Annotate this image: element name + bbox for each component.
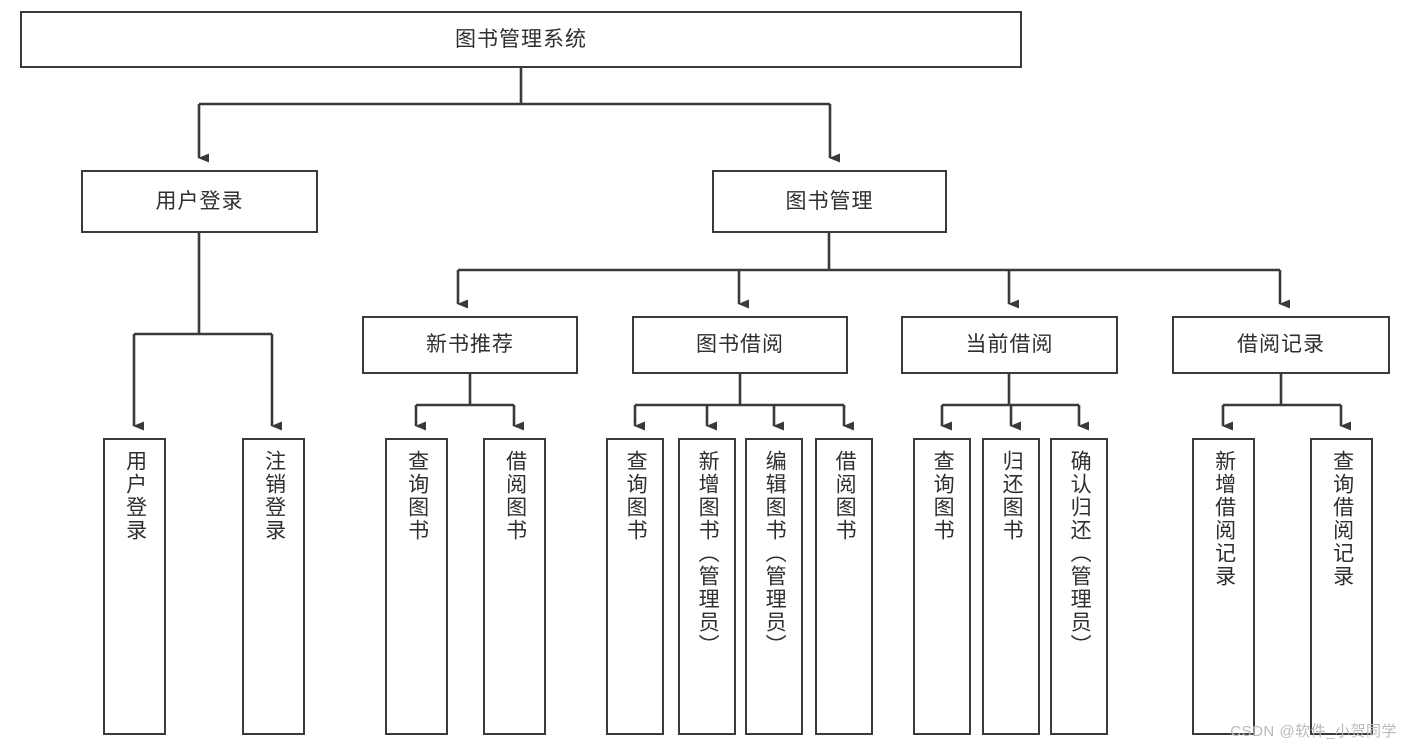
node-new-book-recommend-label: 新书推荐 (426, 333, 514, 357)
leaf-borrow-book[interactable]: 借阅图书 (815, 438, 873, 735)
node-borrow-record[interactable]: 借阅记录 (1172, 316, 1390, 374)
leaf-confirm-return-admin-label: 确认归还（管理员） (1068, 450, 1092, 657)
leaf-query-book-current[interactable]: 查询图书 (913, 438, 971, 735)
node-user-login[interactable]: 用户登录 (81, 170, 318, 233)
leaf-confirm-return-admin[interactable]: 确认归还（管理员） (1050, 438, 1108, 735)
leaf-add-borrow-record[interactable]: 新增借阅记录 (1192, 438, 1255, 735)
leaf-user-logout-label: 注销登录 (262, 450, 286, 542)
node-current-borrow[interactable]: 当前借阅 (901, 316, 1118, 374)
leaf-query-borrow-record-label: 查询借阅记录 (1330, 450, 1354, 588)
leaf-edit-book-admin-label: 编辑图书（管理员） (763, 450, 787, 657)
leaf-add-book-admin[interactable]: 新增图书（管理员） (678, 438, 736, 735)
leaf-add-book-admin-label: 新增图书（管理员） (696, 450, 720, 657)
node-borrow-record-label: 借阅记录 (1237, 333, 1325, 357)
leaf-user-login-label: 用户登录 (123, 450, 147, 542)
node-root[interactable]: 图书管理系统 (20, 11, 1022, 68)
leaf-query-book-current-label: 查询图书 (931, 450, 955, 542)
node-current-borrow-label: 当前借阅 (965, 333, 1054, 357)
leaf-query-book-borrow-label: 查询图书 (624, 450, 648, 542)
leaf-edit-book-admin[interactable]: 编辑图书（管理员） (745, 438, 803, 735)
node-book-borrow[interactable]: 图书借阅 (632, 316, 848, 374)
leaf-query-book-recommend-label: 查询图书 (405, 450, 429, 542)
node-book-borrow-label: 图书借阅 (696, 333, 784, 357)
leaf-user-logout[interactable]: 注销登录 (242, 438, 305, 735)
node-user-login-label: 用户登录 (155, 189, 244, 213)
leaf-query-book-recommend[interactable]: 查询图书 (385, 438, 448, 735)
leaf-user-login[interactable]: 用户登录 (103, 438, 166, 735)
leaf-query-borrow-record[interactable]: 查询借阅记录 (1310, 438, 1373, 735)
node-new-book-recommend[interactable]: 新书推荐 (362, 316, 578, 374)
node-book-management-label: 图书管理 (785, 189, 874, 213)
leaf-borrow-book-recommend-label: 借阅图书 (503, 450, 527, 542)
leaf-add-borrow-record-label: 新增借阅记录 (1212, 450, 1236, 588)
node-book-management[interactable]: 图书管理 (712, 170, 947, 233)
leaf-return-book[interactable]: 归还图书 (982, 438, 1040, 735)
watermark: CSDN @软件_小贺同学 (1230, 723, 1397, 740)
leaf-query-book-borrow[interactable]: 查询图书 (606, 438, 664, 735)
leaf-borrow-book-recommend[interactable]: 借阅图书 (483, 438, 546, 735)
node-root-label: 图书管理系统 (455, 27, 587, 51)
leaf-borrow-book-label: 借阅图书 (833, 450, 857, 542)
leaf-return-book-label: 归还图书 (1000, 450, 1024, 542)
